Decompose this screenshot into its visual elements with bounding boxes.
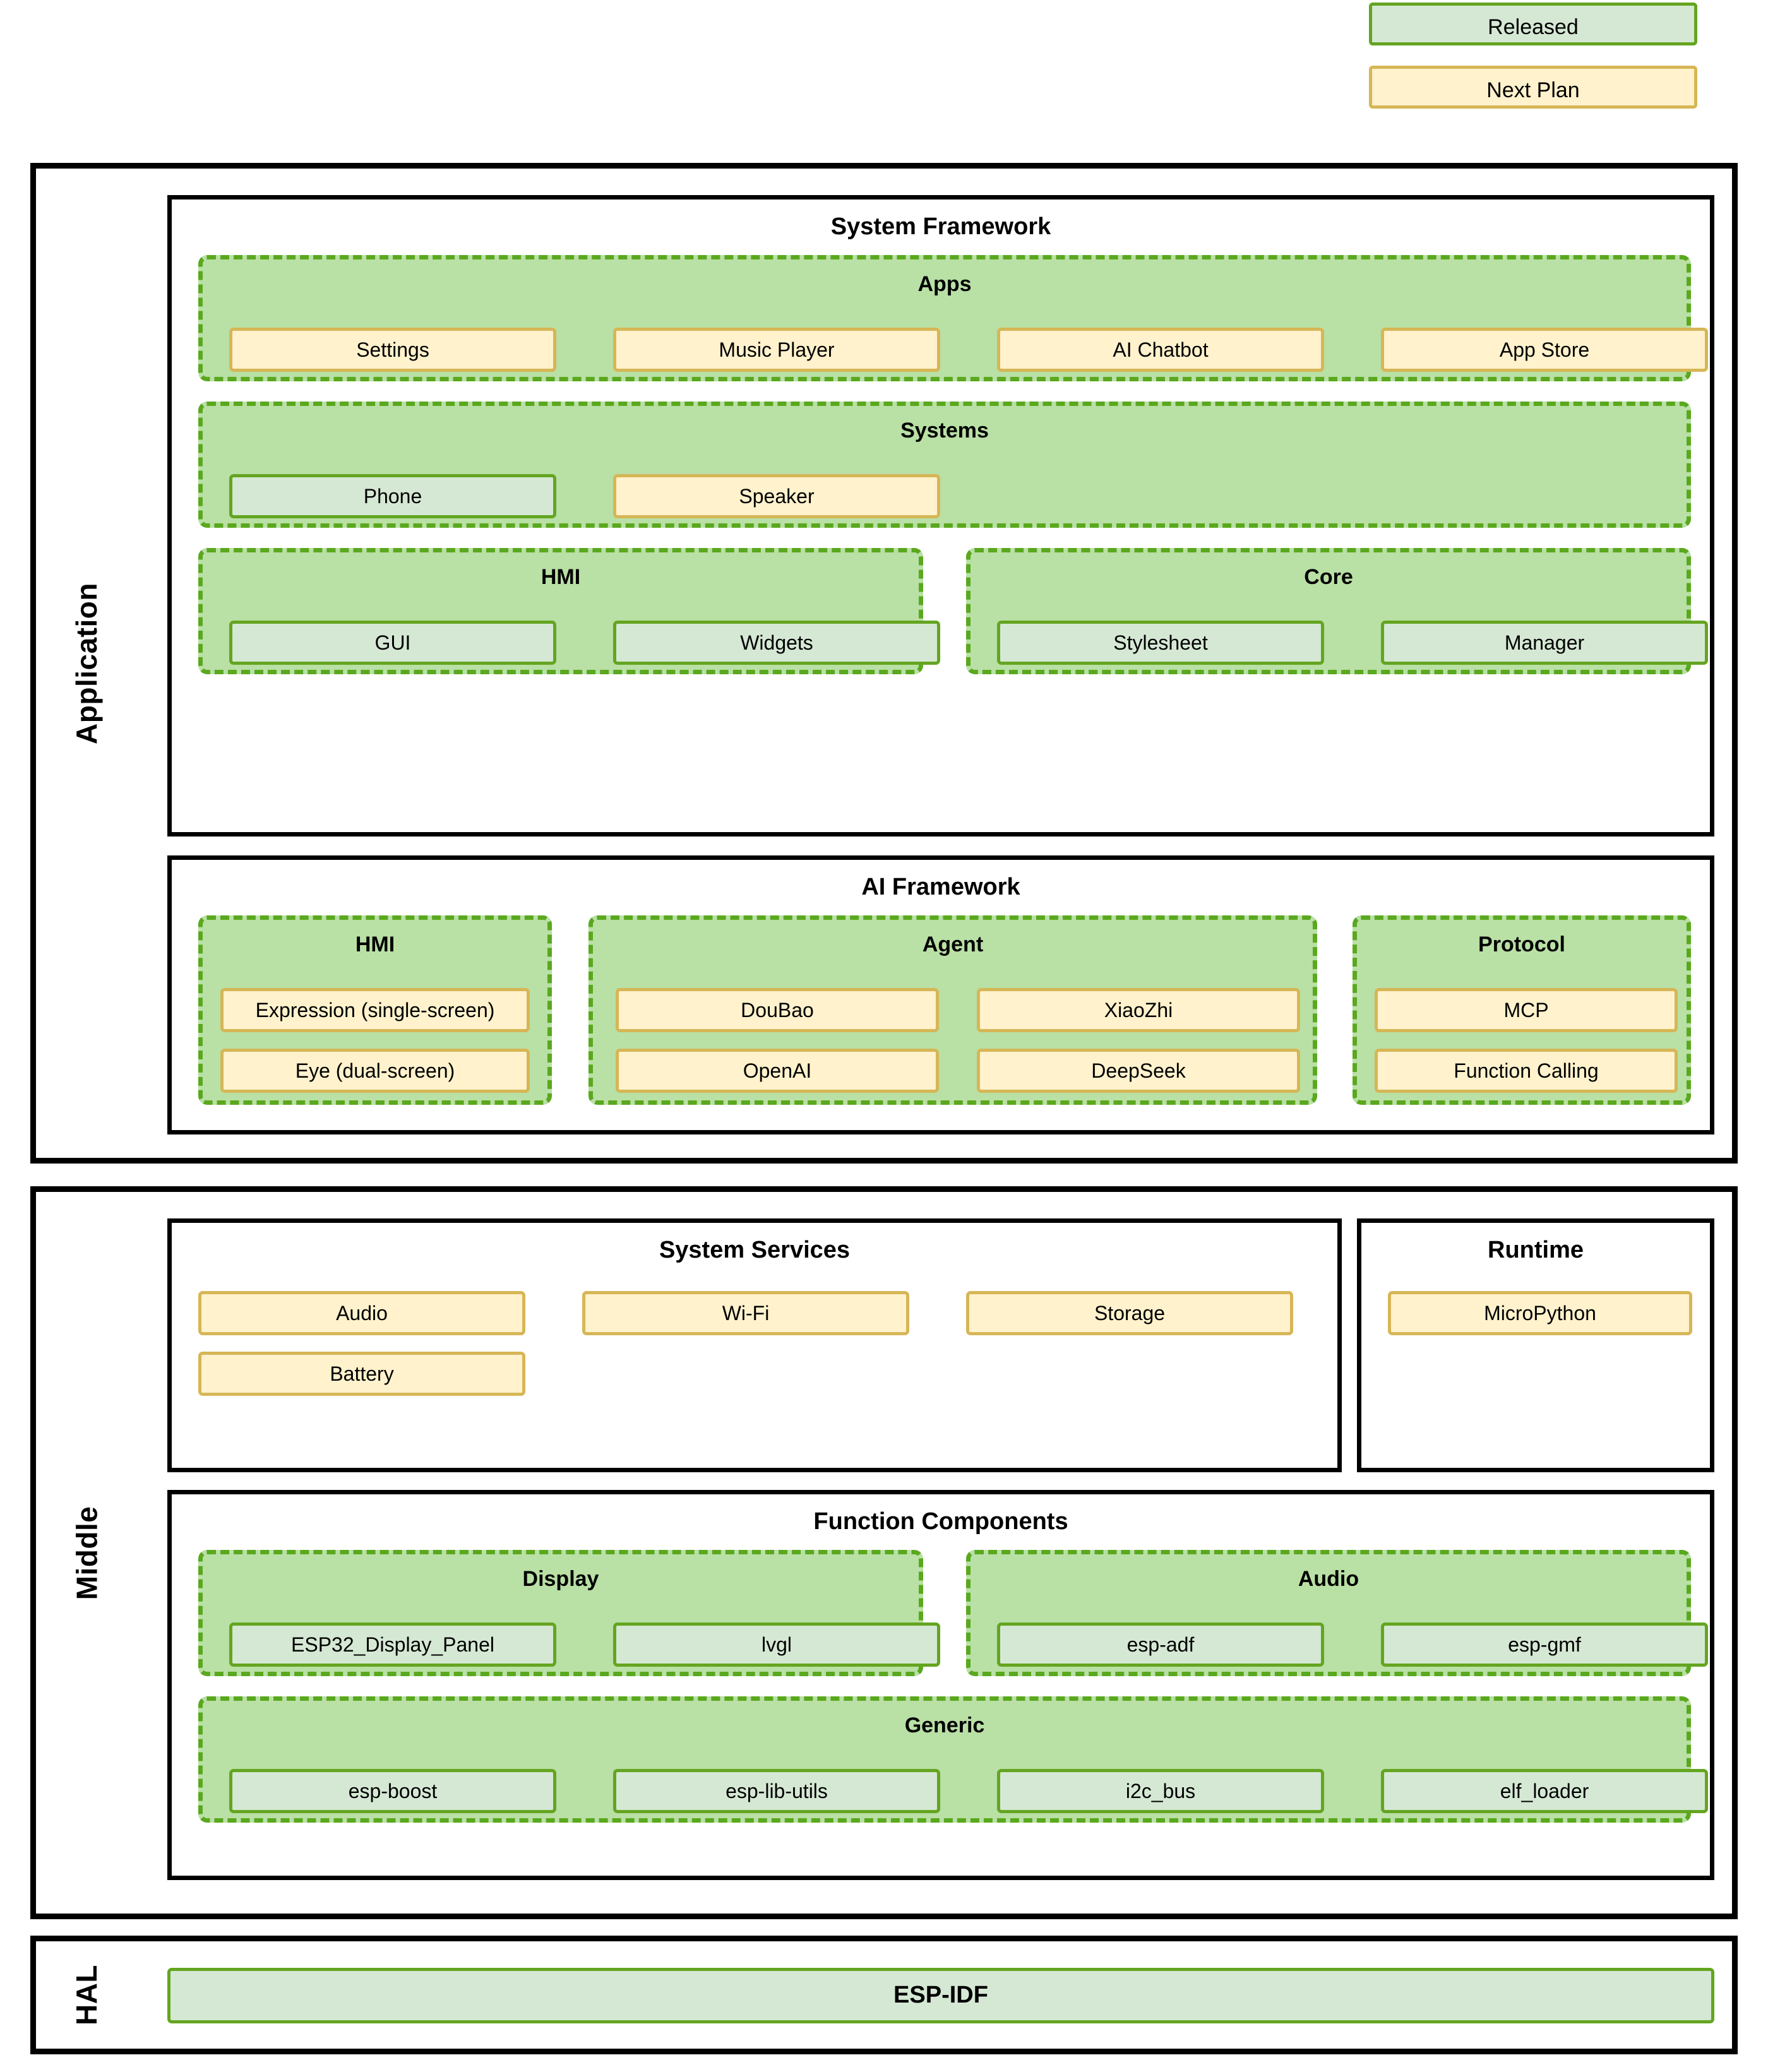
- chip-esp-lib-utils[interactable]: esp-lib-utils: [613, 1769, 940, 1813]
- chip-lvgl[interactable]: lvgl: [613, 1622, 940, 1667]
- chip-app-store[interactable]: App Store: [1381, 328, 1708, 372]
- panel-system-services-title: System Services: [659, 1237, 851, 1263]
- group-generic: Generic esp-boost esp-lib-utils i2c_bus …: [198, 1696, 1708, 1823]
- chip-micropython[interactable]: MicroPython: [1388, 1291, 1692, 1335]
- layer-application: Application System Framework Apps Settin…: [30, 163, 1738, 1164]
- legend: Released Next Plan: [1369, 3, 1697, 129]
- group-hmi-ai-framework-title: HMI: [355, 932, 395, 956]
- layer-hal-label-text: HAL: [69, 1964, 103, 2026]
- group-hmi-system-framework: HMI GUI Widgets: [198, 548, 940, 674]
- group-systems-title: Systems: [900, 419, 989, 443]
- chip-storage[interactable]: Storage: [966, 1291, 1293, 1335]
- layer-middle: Middle System Services Audio Wi-Fi Stora…: [30, 1186, 1738, 1919]
- layer-middle-label: Middle: [36, 1192, 137, 1914]
- chip-music-player[interactable]: Music Player: [613, 328, 940, 372]
- chip-openai[interactable]: OpenAI: [616, 1049, 939, 1093]
- group-systems: Systems Phone Speaker: [198, 402, 1691, 528]
- group-display-title: Display: [522, 1567, 599, 1591]
- chip-doubao[interactable]: DouBao: [616, 988, 939, 1032]
- panel-system-framework: System Framework Apps Settings Music Pla…: [167, 195, 1714, 837]
- chip-wifi[interactable]: Wi-Fi: [582, 1291, 909, 1335]
- group-apps: Apps Settings Music Player AI Chatbot Ap…: [198, 255, 1708, 381]
- chip-gui[interactable]: GUI: [229, 621, 556, 665]
- chip-speaker[interactable]: Speaker: [613, 474, 940, 518]
- panel-ai-framework: AI Framework HMI Expression (single-scre…: [167, 855, 1714, 1134]
- panel-system-framework-title: System Framework: [830, 213, 1051, 240]
- group-generic-title: Generic: [904, 1713, 985, 1737]
- chip-function-calling[interactable]: Function Calling: [1375, 1049, 1678, 1093]
- group-protocol-title: Protocol: [1478, 932, 1565, 956]
- layer-application-label: Application: [36, 169, 137, 1158]
- group-hmi-ai-framework: HMI Expression (single-screen) Eye (dual…: [198, 915, 552, 1105]
- group-agent-title: Agent: [922, 932, 984, 956]
- chip-esp-idf[interactable]: ESP-IDF: [167, 1968, 1714, 2023]
- chip-xiaozhi[interactable]: XiaoZhi: [977, 988, 1300, 1032]
- chip-esp-boost[interactable]: esp-boost: [229, 1769, 556, 1813]
- chip-ai-chatbot[interactable]: AI Chatbot: [997, 328, 1324, 372]
- layer-hal-label: HAL: [36, 1941, 137, 2049]
- group-display: Display ESP32_Display_Panel lvgl: [198, 1550, 940, 1676]
- chip-manager[interactable]: Manager: [1381, 621, 1708, 665]
- panel-function-components-title: Function Components: [813, 1508, 1068, 1535]
- chip-esp32-display-panel[interactable]: ESP32_Display_Panel: [229, 1622, 556, 1667]
- chip-esp-gmf[interactable]: esp-gmf: [1381, 1622, 1708, 1667]
- layer-middle-label-text: Middle: [69, 1506, 103, 1600]
- group-hmi-system-framework-title: HMI: [541, 565, 581, 589]
- legend-released: Released: [1369, 3, 1697, 45]
- panel-system-services: System Services Audio Wi-Fi Storage Batt…: [167, 1218, 1342, 1472]
- panel-function-components: Function Components Display ESP32_Displa…: [167, 1490, 1714, 1880]
- group-audio-components: Audio esp-adf esp-gmf: [966, 1550, 1708, 1676]
- layer-application-label-text: Application: [70, 582, 104, 744]
- group-core-title: Core: [1304, 565, 1353, 589]
- chip-mcp[interactable]: MCP: [1375, 988, 1678, 1032]
- chip-battery[interactable]: Battery: [198, 1352, 525, 1396]
- layer-hal: HAL ESP-IDF: [30, 1936, 1738, 2054]
- chip-expression-single-screen[interactable]: Expression (single-screen): [220, 988, 530, 1032]
- chip-settings[interactable]: Settings: [229, 328, 556, 372]
- group-agent: Agent DouBao XiaoZhi OpenAI DeepSeek: [588, 915, 1317, 1105]
- chip-widgets[interactable]: Widgets: [613, 621, 940, 665]
- chip-esp-adf[interactable]: esp-adf: [997, 1622, 1324, 1667]
- group-audio-components-title: Audio: [1298, 1567, 1359, 1591]
- chip-elf-loader[interactable]: elf_loader: [1381, 1769, 1708, 1813]
- chip-stylesheet[interactable]: Stylesheet: [997, 621, 1324, 665]
- group-protocol: Protocol MCP Function Calling: [1353, 915, 1691, 1105]
- group-apps-title: Apps: [917, 272, 972, 296]
- chip-audio-service[interactable]: Audio: [198, 1291, 525, 1335]
- chip-deepseek[interactable]: DeepSeek: [977, 1049, 1300, 1093]
- panel-runtime: Runtime MicroPython: [1357, 1218, 1714, 1472]
- legend-next-plan: Next Plan: [1369, 66, 1697, 109]
- panel-runtime-title: Runtime: [1488, 1237, 1584, 1263]
- chip-phone[interactable]: Phone: [229, 474, 556, 518]
- panel-ai-framework-title: AI Framework: [861, 874, 1020, 900]
- group-core: Core Stylesheet Manager: [966, 548, 1708, 674]
- chip-eye-dual-screen[interactable]: Eye (dual-screen): [220, 1049, 530, 1093]
- chip-i2c-bus[interactable]: i2c_bus: [997, 1769, 1324, 1813]
